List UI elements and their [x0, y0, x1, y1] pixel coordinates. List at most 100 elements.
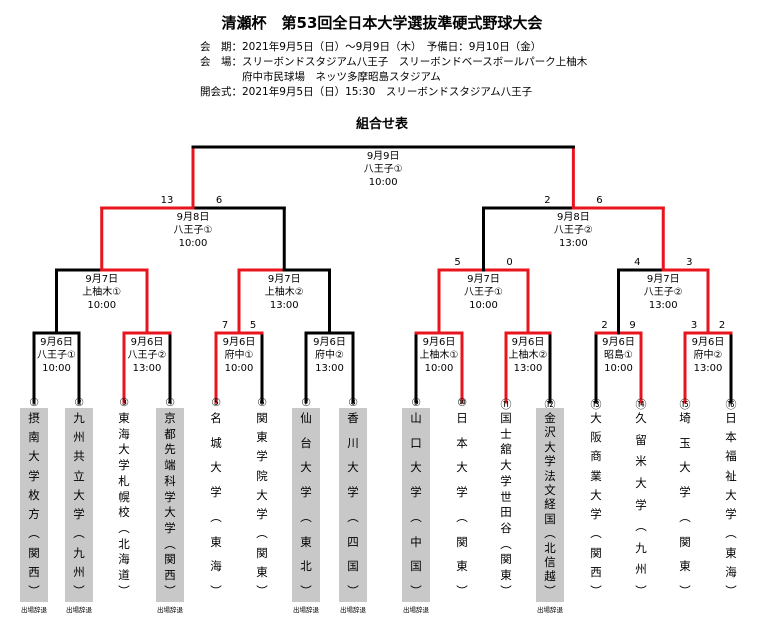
team-char: 関 — [679, 534, 691, 549]
team-char: ︶ — [347, 583, 359, 598]
first-round-score-right: 9 — [629, 320, 636, 331]
first-round-score-left: 3 — [690, 320, 698, 331]
team-char: 学 — [725, 507, 737, 522]
team-char: 士 — [500, 426, 512, 441]
first-round-match-info-line-1: 昭島① — [604, 350, 633, 361]
team-seed-number: ⑬ — [590, 398, 602, 411]
team-char: 信 — [544, 555, 556, 570]
team-char: 大 — [28, 449, 40, 464]
first-round-match-info-line-1: 府中② — [315, 350, 344, 361]
first-round-match-info-line-1: 八王子① — [37, 350, 76, 361]
team-char: ︵ — [347, 509, 359, 524]
first-round-score-right: 5 — [249, 320, 257, 331]
team-char: ︶ — [725, 583, 737, 598]
team-char: 国 — [544, 511, 556, 526]
team-name-vertical: 山口大学︵中国︶ — [402, 408, 430, 602]
team-name-vertical: 東海大学札幌校︵北海道︶ — [110, 408, 138, 602]
team-char: 学 — [164, 489, 176, 504]
team-seed-number: ② — [74, 396, 84, 409]
team-name-vertical: 名城大学︵東海︶ — [202, 408, 230, 602]
team-char: 学 — [544, 454, 556, 469]
team-char: 東 — [725, 545, 737, 560]
first-round-match-info-line-0: 9月6日 — [40, 337, 73, 348]
team-char: ︵ — [500, 536, 512, 551]
first-round-match-info-line-2: 13:00 — [132, 363, 162, 374]
first-round-match-info-line-1: 上柚木① — [419, 350, 459, 361]
team-char: 九 — [635, 540, 647, 555]
team-char: 北 — [118, 536, 130, 551]
team-char: 大 — [456, 460, 468, 475]
first-round-match-info-line-1: 八王子② — [127, 350, 167, 361]
team-char: 口 — [410, 435, 422, 450]
first-round-match-info-line-0: 9月6日 — [130, 337, 164, 348]
semifinal-match-info-line-2: 13:00 — [558, 238, 588, 249]
withdrawn-note: 出場辞退 — [293, 606, 319, 614]
team-char: 法 — [544, 468, 556, 483]
team-char: 本 — [725, 430, 737, 445]
team-char: 関 — [256, 545, 268, 560]
first-round-score-left: 7 — [221, 320, 229, 331]
team-seed-number: ③ — [119, 396, 129, 409]
first-round-match-info-line-2: 10:00 — [224, 363, 254, 374]
team-char: 大 — [164, 505, 176, 520]
team-char: 海 — [210, 559, 222, 574]
quarterfinal-match-info-line-1: 上柚木① — [82, 287, 122, 298]
first-round-match-info-line-2: 10:00 — [424, 363, 454, 374]
team-char: 本 — [456, 435, 468, 450]
team-char: 関 — [590, 545, 602, 560]
semifinal-match-info-line-1: 八王子① — [173, 225, 213, 236]
team-char: ︶ — [590, 583, 602, 598]
withdrawn-note: 出場辞退 — [21, 606, 47, 614]
team-char: 関 — [256, 411, 268, 425]
team-char: 国 — [347, 559, 359, 574]
team-char: 学 — [256, 449, 268, 464]
team-char: 東 — [500, 568, 512, 583]
team-char: 商 — [590, 449, 602, 464]
team-char: ︶ — [635, 584, 647, 598]
withdrawn-note: 出場辞退 — [157, 606, 183, 614]
semifinal-score-left: 2 — [544, 195, 551, 206]
team-char: 業 — [590, 468, 602, 483]
team-char: 久 — [635, 411, 647, 425]
team-name-vertical: 京都先端科学大学︵関西︶ — [156, 408, 184, 602]
first-round-match-info-line-2: 13:00 — [513, 363, 543, 374]
team-char: ︵ — [73, 526, 85, 541]
semifinal-score-left: 13 — [160, 195, 174, 206]
withdrawn-note: 出場辞退 — [340, 606, 366, 614]
team-char: 大 — [544, 439, 556, 454]
team-name-vertical: 日本大学︵関東︶ — [448, 408, 476, 602]
team-char: 舘 — [500, 442, 512, 457]
first-round-match-info-line-0: 9月6日 — [422, 337, 456, 348]
team-char: ︵ — [679, 509, 691, 524]
quarterfinal-match-info-line-2: 13:00 — [648, 300, 678, 311]
semifinal-match-info-line-2: 10:00 — [178, 238, 208, 249]
team-char: ︵ — [164, 536, 176, 551]
first-round-score-left: 2 — [601, 320, 608, 331]
team-seed-number: ① — [29, 396, 39, 409]
team-char: 阪 — [590, 430, 602, 445]
team-char: ︶ — [118, 583, 130, 598]
team-name-vertical: 香川大学︵四国︶ — [339, 408, 367, 602]
first-round-match-info: 9月6日八王子② 13:00 — [128, 336, 167, 375]
team-char: ︶ — [300, 583, 312, 598]
team-char: 学 — [28, 468, 40, 483]
team-seed-number: ⑨ — [411, 396, 421, 409]
quarterfinal-score-right: 3 — [686, 257, 693, 268]
team-char: ︶ — [456, 583, 468, 598]
team-char: 城 — [210, 435, 222, 450]
team-char: 方 — [28, 507, 40, 522]
team-char: 大 — [725, 487, 737, 502]
team-char: 枚 — [28, 487, 40, 502]
first-round-match-info-line-0: 9月6日 — [691, 337, 725, 348]
team-char: 香 — [347, 411, 359, 425]
team-char: 九 — [73, 411, 85, 425]
team-char: ︵ — [410, 509, 422, 524]
first-round-match-info-line-1: 府中① — [224, 350, 254, 361]
team-char: 札 — [118, 473, 130, 488]
